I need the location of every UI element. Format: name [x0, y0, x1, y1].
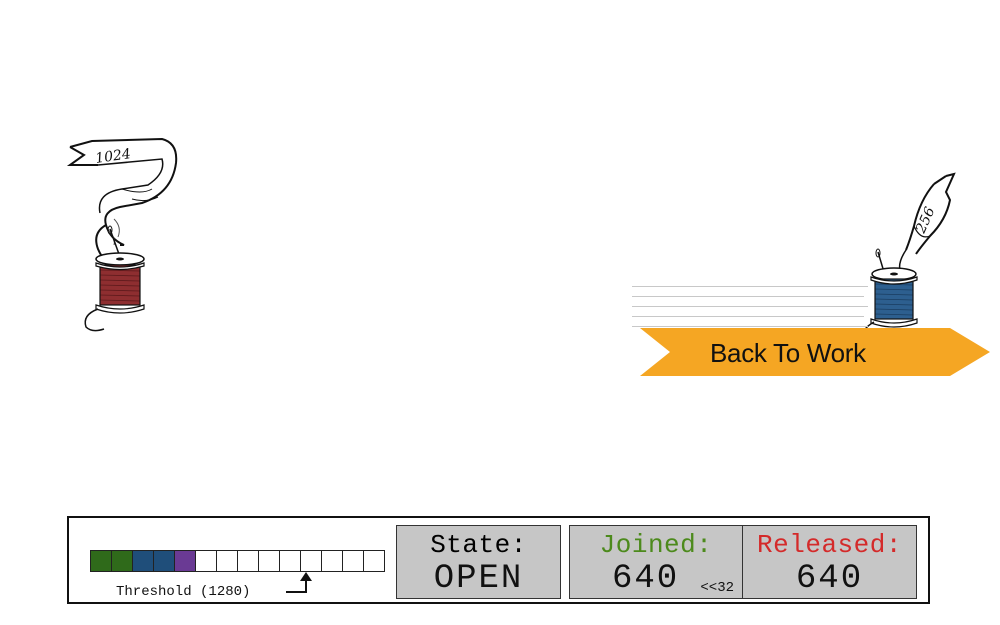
banner-speed-lines	[632, 286, 872, 328]
buffer-block	[258, 550, 280, 572]
speed-line	[632, 306, 868, 307]
joined-box: Joined: 640 <<32	[569, 525, 743, 599]
status-panel: Threshold (1280) State: OPEN Joined: 640…	[67, 516, 930, 604]
buffer-block	[342, 550, 364, 572]
red-thread-spool-icon-art: 1024	[66, 137, 178, 332]
buffer-blocks	[90, 550, 385, 572]
threshold-label: Threshold (1280)	[116, 584, 251, 600]
buffer-block	[321, 550, 343, 572]
joined-value: 640	[612, 560, 680, 598]
buffer-block	[153, 550, 175, 572]
blue-thread-spool-icon: 256	[850, 170, 960, 345]
joined-title: Joined:	[599, 530, 713, 560]
blue-thread-spool-icon-art: 256	[862, 172, 956, 344]
buffer-block	[363, 550, 385, 572]
arrow-banner-icon	[640, 328, 990, 376]
buffer-block	[195, 550, 217, 572]
released-value: 640	[795, 560, 864, 598]
state-title: State:	[430, 530, 527, 560]
joined-shift-note: <<32	[700, 580, 734, 596]
state-box: State: OPEN	[396, 525, 561, 599]
released-title: Released:	[757, 530, 902, 560]
threshold-pointer-icon	[286, 572, 312, 593]
buffer-block	[132, 550, 154, 572]
buffer-block	[216, 550, 238, 572]
speed-line	[632, 316, 864, 317]
buffer-block	[90, 550, 112, 572]
buffer-block	[237, 550, 259, 572]
state-value: OPEN	[433, 560, 524, 598]
back-to-work-banner: Back To Work	[640, 328, 990, 376]
buffer-block	[279, 550, 301, 572]
buffer-block	[111, 550, 133, 572]
buffer-block	[174, 550, 196, 572]
buffer-block	[300, 550, 322, 572]
speed-line	[632, 286, 868, 287]
spool-left-label: 1024	[94, 146, 132, 167]
released-box: Released: 640	[742, 525, 917, 599]
banner-label: Back To Work	[710, 338, 866, 368]
red-thread-spool-icon: 1024	[62, 133, 182, 338]
speed-line	[632, 326, 868, 327]
speed-line	[632, 296, 864, 297]
